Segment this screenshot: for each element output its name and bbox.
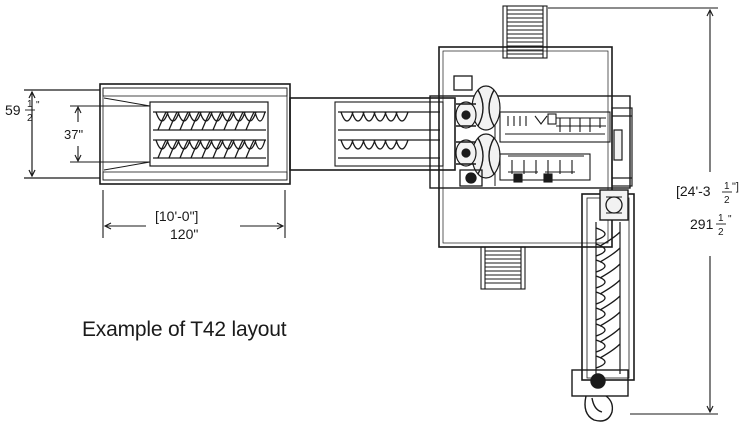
- discharge-deck: [499, 153, 591, 183]
- vertical-conveyor: [581, 189, 635, 381]
- dimension-height-feet-label: [24'-3 1 2 "]: [676, 181, 739, 206]
- hopper-auger-top: [153, 111, 266, 131]
- dimension-length-inches-label: 120": [170, 226, 198, 242]
- dimension-width-outer: [24, 89, 100, 179]
- rotor-blades: [456, 89, 495, 175]
- dimension-width-outer-label: 59 1 2 ": [5, 99, 40, 124]
- svg-text:1: 1: [27, 99, 33, 110]
- screen-deck: [499, 111, 611, 143]
- hopper-auger-bottom: [153, 139, 266, 159]
- layout-caption: Example of T42 layout: [82, 318, 287, 341]
- svg-text:"]: "]: [732, 181, 739, 193]
- dimension-width-inner: [70, 105, 150, 163]
- svg-text:": ": [728, 214, 732, 225]
- svg-text:291: 291: [690, 216, 714, 232]
- gearbox-upper: [453, 75, 483, 187]
- svg-text:2: 2: [718, 227, 724, 238]
- tail-pulley: [571, 369, 629, 422]
- dimension-width-inner-label: 37": [64, 127, 83, 142]
- dimension-length: [102, 190, 286, 238]
- dimension-height: [548, 7, 718, 415]
- side-drive: [611, 107, 633, 187]
- bottom-stairs: [480, 246, 526, 290]
- vertical-conveyor-flights: [595, 227, 621, 369]
- svg-text:59: 59: [5, 102, 21, 118]
- svg-text:2: 2: [27, 113, 33, 124]
- svg-text:1: 1: [718, 213, 724, 224]
- svg-text:2: 2: [724, 195, 730, 206]
- svg-text:[24'-3: [24'-3: [676, 183, 711, 199]
- dimension-height-inches-label: 291 1 2 ": [690, 213, 732, 238]
- svg-text:1: 1: [724, 181, 730, 192]
- hopper-unit: [99, 83, 291, 185]
- svg-text:": ": [36, 100, 40, 111]
- rotor-assembly: [455, 85, 501, 179]
- dimension-length-feet-label: [10'-0"]: [155, 208, 198, 224]
- top-stairs: [502, 5, 548, 59]
